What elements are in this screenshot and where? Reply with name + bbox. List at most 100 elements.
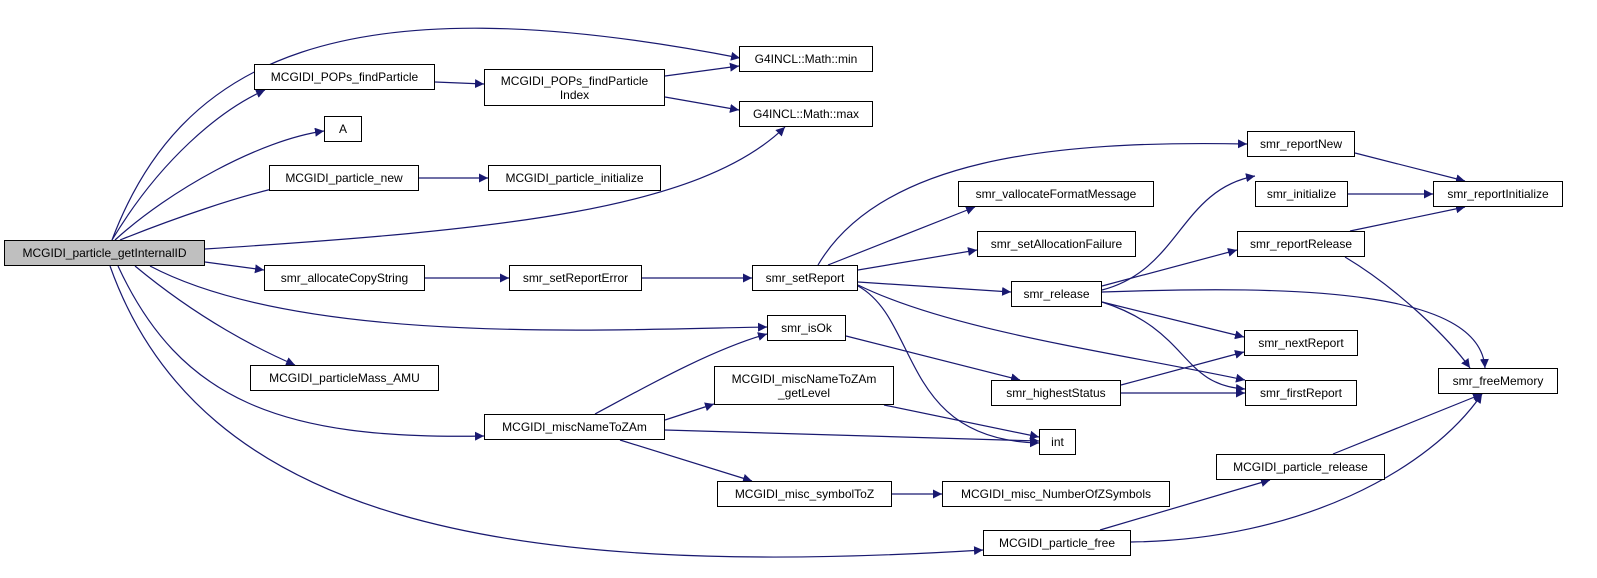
edge-highest-status-to-next-report [1120, 349, 1245, 386]
node-label: MCGIDI_miscNameToZAm [502, 420, 647, 434]
edge-release-to-first-report [1101, 301, 1246, 393]
node-label: smr_reportRelease [1249, 237, 1353, 251]
edge-root-to-smr-is-ok [149, 265, 768, 332]
edge-release-to-free-memory [1101, 289, 1489, 369]
node-label-line1: MCGIDI_POPs_findParticle [500, 73, 649, 88]
edge-root-to-math-max [204, 126, 786, 250]
node-a[interactable]: A [324, 116, 362, 142]
node-root-function: MCGIDI_particle_getInternalID [4, 240, 205, 266]
edge-misc-name-to-symbol [619, 439, 753, 483]
edge-misc-name-to-get-level [664, 402, 715, 421]
node-label: MCGIDI_misc_NumberOfZSymbols [960, 487, 1152, 501]
node-label: MCGIDI_particle_getInternalID [22, 246, 187, 260]
node-label: MCGIDI_particleMass_AMU [269, 371, 420, 385]
edge-root-to-particle-mass [134, 265, 296, 366]
node-label: MCGIDI_POPs_findParticle [270, 70, 419, 84]
edge-index-to-math-max [664, 96, 740, 113]
node-label: smr_freeMemory [1452, 374, 1544, 388]
node-math-min[interactable]: G4INCL::Math::min [739, 46, 873, 72]
node-smr-release[interactable]: smr_release [1011, 281, 1102, 307]
edge-root-to-a [114, 127, 325, 241]
edge-is-ok-to-highest-status [845, 335, 1021, 383]
edge-set-report-to-int [857, 285, 1040, 448]
node-smr-report-initialize[interactable]: smr_reportInitialize [1433, 181, 1563, 207]
node-int[interactable]: int [1039, 429, 1076, 455]
edge-release-to-smr-init [1101, 173, 1256, 291]
node-smr-first-report[interactable]: smr_firstReport [1245, 380, 1357, 406]
edge-set-report-to-first-report [857, 284, 1246, 383]
node-label: smr_initialize [1266, 187, 1337, 201]
node-label: MCGIDI_particle_new [285, 171, 403, 185]
node-label: MCGIDI_particle_initialize [505, 171, 644, 185]
node-label: smr_isOk [781, 321, 832, 335]
edge-root-to-pops-find [111, 89, 266, 241]
node-label: smr_release [1023, 287, 1090, 301]
node-label: MCGIDI_particle_free [998, 536, 1116, 550]
node-label: smr_nextReport [1258, 336, 1344, 350]
node-smr-allocate-copy-string[interactable]: smr_allocateCopyString [264, 265, 425, 291]
edge-particle-free-to-free-memory [1130, 393, 1483, 543]
node-label-line2: _getLevel [777, 385, 831, 400]
edge-root-to-smr-allocate [204, 261, 265, 274]
node-misc-name-to-zam[interactable]: MCGIDI_miscNameToZAm [484, 414, 665, 440]
node-particle-release[interactable]: MCGIDI_particle_release [1216, 454, 1385, 480]
node-smr-initialize[interactable]: smr_initialize [1255, 181, 1348, 207]
edge-root-to-misc-name [117, 265, 485, 441]
edge-set-report-to-set-alloc-fail [857, 247, 978, 271]
node-label: smr_setAllocationFailure [990, 237, 1123, 251]
node-label: MCGIDI_particle_release [1233, 460, 1368, 474]
node-label: G4INCL::Math::max [752, 107, 860, 121]
node-label: int [1051, 435, 1064, 449]
node-label: smr_firstReport [1259, 386, 1342, 400]
edge-root-to-particle-free [109, 265, 984, 558]
edge-misc-name-to-is-ok [594, 332, 768, 415]
edge-release-to-next-report [1101, 301, 1245, 340]
node-particle-free[interactable]: MCGIDI_particle_free [983, 530, 1131, 556]
node-particle-initialize[interactable]: MCGIDI_particle_initialize [488, 165, 661, 191]
edge-root-to-particle-new [119, 182, 291, 241]
node-math-max[interactable]: G4INCL::Math::max [739, 101, 873, 127]
edge-report-release-to-report-init [1349, 204, 1466, 232]
node-smr-highest-status[interactable]: smr_highestStatus [991, 380, 1121, 406]
edge-get-level-to-int [883, 404, 1040, 440]
node-label: smr_reportInitialize [1447, 187, 1549, 201]
edge-pops-find-to-index [434, 79, 485, 89]
node-misc-symbol-to-z[interactable]: MCGIDI_misc_symbolToZ [717, 481, 892, 507]
node-label: smr_highestStatus [1006, 386, 1106, 400]
edge-set-report-to-valloc [827, 206, 976, 266]
node-label: A [338, 122, 347, 136]
node-label: smr_reportNew [1259, 137, 1343, 151]
node-particle-new[interactable]: MCGIDI_particle_new [269, 165, 419, 191]
node-smr-set-allocation-failure[interactable]: smr_setAllocationFailure [977, 231, 1136, 257]
edge-particle-free-to-release [1099, 478, 1271, 531]
edge-misc-name-to-int [664, 429, 1040, 446]
edge-root-to-math-min [111, 27, 741, 241]
node-smr-set-report-error[interactable]: smr_setReportError [509, 265, 642, 291]
edge-set-report-to-report-new [817, 139, 1248, 266]
node-smr-free-memory[interactable]: smr_freeMemory [1438, 368, 1558, 394]
node-smr-vallocate-format-message[interactable]: smr_vallocateFormatMessage [958, 181, 1154, 207]
edge-index-to-math-min [664, 62, 740, 77]
node-label: smr_setReport [765, 271, 845, 285]
node-label: G4INCL::Math::min [754, 52, 858, 66]
node-label: smr_allocateCopyString [280, 271, 409, 285]
edge-release-to-report-release [1101, 247, 1238, 287]
node-misc-number-of-z-symbols[interactable]: MCGIDI_misc_NumberOfZSymbols [942, 481, 1170, 507]
node-smr-set-report[interactable]: smr_setReport [752, 265, 858, 291]
node-label: smr_setReportError [522, 271, 629, 285]
node-smr-is-ok[interactable]: smr_isOk [767, 315, 846, 341]
edge-particle-release-to-free-memory [1332, 393, 1483, 455]
edge-report-release-to-free-memory [1344, 256, 1471, 369]
node-pops-find-particle[interactable]: MCGIDI_POPs_findParticle [254, 64, 435, 90]
node-label: MCGIDI_misc_symbolToZ [734, 487, 875, 501]
node-smr-next-report[interactable]: smr_nextReport [1244, 330, 1358, 356]
node-label-line2: Index [559, 87, 590, 102]
node-particle-mass-amu[interactable]: MCGIDI_particleMass_AMU [250, 365, 439, 391]
node-misc-name-to-zam-get-level[interactable]: MCGIDI_miscNameToZAm_getLevel [714, 366, 894, 405]
node-smr-report-release[interactable]: smr_reportRelease [1237, 231, 1365, 257]
edge-set-report-to-release [857, 281, 1012, 296]
node-label-line1: MCGIDI_miscNameToZAm [731, 371, 877, 386]
node-smr-report-new[interactable]: smr_reportNew [1247, 131, 1355, 157]
